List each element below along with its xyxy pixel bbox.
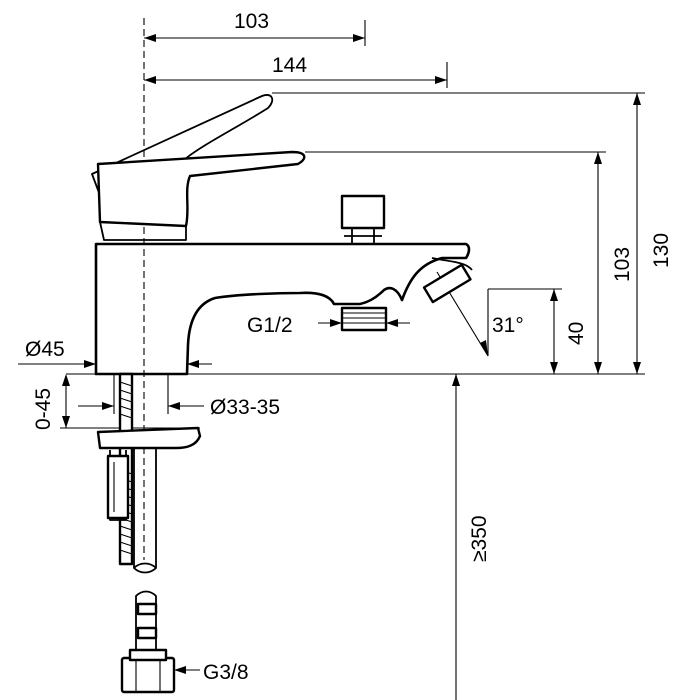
mounting-plate — [96, 426, 202, 450]
dim-overall-height-label: 130 — [650, 233, 673, 268]
shower-outlet-label: G1/2 — [247, 314, 293, 337]
dim-outlet-height-label: 40 — [565, 322, 588, 345]
g12-leader: G1/2 — [247, 314, 410, 337]
dimension-103-horizontal: 103 — [144, 10, 366, 46]
hose-length-label: ≥350 — [468, 515, 491, 562]
dim-overall-reach-label: 144 — [272, 54, 307, 77]
spout-tip — [431, 257, 473, 271]
dimension-body-diameter: Ø45 — [18, 338, 212, 368]
dimension-deck-thickness: 0-45 — [32, 374, 70, 430]
supply-nut — [120, 648, 176, 694]
supply-hose — [133, 447, 158, 651]
dimension-130-vertical: 130 — [633, 93, 673, 374]
diverter-knob — [340, 194, 386, 244]
supply-hose-label: G3/8 — [203, 661, 249, 684]
clamp-bracket — [106, 450, 130, 521]
dimension-103-vertical: 103 — [594, 152, 634, 374]
dimension-144-horizontal: 144 — [144, 54, 448, 88]
lever-open-position — [91, 94, 274, 223]
dim-lever-height-label: 103 — [611, 247, 634, 282]
lever-closed-position — [96, 150, 306, 241]
dimension-hose-length: ≥350 — [452, 374, 491, 700]
dimension-40-vertical: 40 — [550, 289, 588, 374]
dim-angle-label: 31° — [492, 314, 524, 337]
dimension-hole-diameter: Ø33-35 — [78, 374, 280, 419]
spout-outlet — [422, 263, 472, 304]
g38-leader: G3/8 — [174, 661, 249, 684]
body-diameter-label: Ø45 — [25, 338, 65, 361]
dim-reach-to-spout-label: 103 — [234, 10, 269, 33]
hole-diameter-label: Ø33-35 — [210, 396, 280, 419]
faucet-body — [94, 242, 471, 376]
deck-thickness-label: 0-45 — [32, 388, 55, 430]
shower-outlet-thread — [340, 306, 388, 332]
